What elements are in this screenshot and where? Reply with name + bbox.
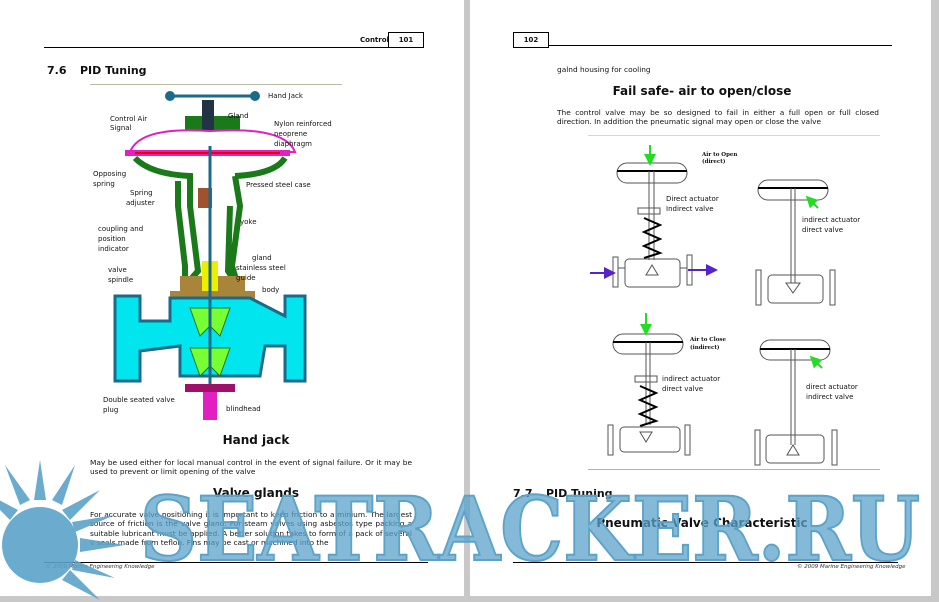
fail-safe-diagram xyxy=(590,145,838,466)
label-coupling: coupling and xyxy=(98,225,144,233)
label-opposing-spring: Opposing xyxy=(93,170,127,178)
hand-jack-text: May be used either for local manual cont… xyxy=(90,458,412,477)
footer: © 2009 Marine Engineering Knowledge xyxy=(46,564,155,570)
label-d3b: direct valve xyxy=(662,385,704,393)
label-direct: (direct) xyxy=(702,159,726,165)
valve-glands-text: For accurate valve positioning it is imp… xyxy=(90,510,412,548)
label-d4a: direct actuator xyxy=(806,383,858,391)
label-d3a: indirect actuator xyxy=(662,375,721,383)
label-gland: Gland xyxy=(228,112,249,120)
label-guide-2: guide xyxy=(236,274,256,282)
rule xyxy=(588,469,880,470)
label-d1a: Direct actuator xyxy=(666,195,719,203)
label-plug-2: plug xyxy=(103,406,119,414)
hand-jack-heading: Hand jack xyxy=(222,433,290,447)
rule xyxy=(588,135,880,136)
label-diaphragm-3: diaphragm xyxy=(274,140,312,148)
section-title: PID Tuning xyxy=(80,64,147,77)
label-d1b: Indirect valve xyxy=(666,205,714,213)
footer-rule xyxy=(513,562,898,563)
right-page: 102 galnd housing for cooling Fail safe-… xyxy=(470,0,931,596)
label-hand-jack: Hand Jack xyxy=(268,92,303,100)
diagram-rule xyxy=(90,84,342,85)
label-diaphragm-2: neoprene xyxy=(274,130,308,138)
label-coupling-3: indicator xyxy=(98,245,129,253)
label-gland-2: gland xyxy=(252,254,272,262)
pneumatic-heading: Pneumatic Valve Characteristic xyxy=(596,516,808,530)
control-valve-diagram xyxy=(113,91,307,420)
page-number: 102 xyxy=(513,32,549,48)
header-rule xyxy=(549,45,892,46)
label-control-air-2: Signal xyxy=(110,124,132,132)
label-spring-adjuster: Spring xyxy=(130,189,153,197)
footer-rule xyxy=(44,562,428,563)
label-d4b: indirect valve xyxy=(806,393,854,401)
section-title: PID Tuning xyxy=(546,487,613,500)
label-control-air: Control Air xyxy=(110,115,148,123)
label-indirect: (indirect) xyxy=(690,345,720,351)
page-number: 101 xyxy=(388,32,424,48)
label-plug: Double seated valve xyxy=(103,396,175,404)
section-number: 7.6 xyxy=(47,64,67,77)
label-opposing-spring-2: spring xyxy=(93,180,115,188)
left-page: Control 101 7.6 PID Tuning Hand Jack Gla… xyxy=(0,0,464,596)
label-diaphragm: Nylon reinforced xyxy=(274,120,332,128)
header-title: Control xyxy=(360,36,389,44)
label-d2a: indirect actuator xyxy=(802,216,861,224)
label-body: body xyxy=(262,286,280,294)
label-air-to-open: Air to Open xyxy=(702,152,738,158)
label-d2b: direct valve xyxy=(802,226,844,234)
fail-safe-text: The control valve may be so designed to … xyxy=(557,108,879,127)
label-guide: stainless steel xyxy=(236,264,286,272)
label-blindhead: blindhead xyxy=(226,405,261,413)
fail-safe-heading: Fail safe- air to open/close xyxy=(612,84,792,98)
valve-glands-heading: Valve glands xyxy=(212,486,300,500)
label-yoke: yoke xyxy=(240,218,257,226)
label-spring-adjuster-2: adjuster xyxy=(126,199,155,207)
label-valve-spindle-2: spindle xyxy=(108,276,134,284)
footer: © 2009 Marine Engineering Knowledge xyxy=(797,564,906,570)
section-number: 7.7 xyxy=(513,487,533,500)
label-pressed-steel-case: Pressed steel case xyxy=(246,181,311,189)
label-coupling-2: position xyxy=(98,235,126,243)
continued-text: galnd housing for cooling xyxy=(557,65,651,74)
label-valve-spindle: valve xyxy=(108,266,127,274)
label-air-to-close: Air to Close xyxy=(690,337,727,343)
header-rule xyxy=(44,47,388,48)
